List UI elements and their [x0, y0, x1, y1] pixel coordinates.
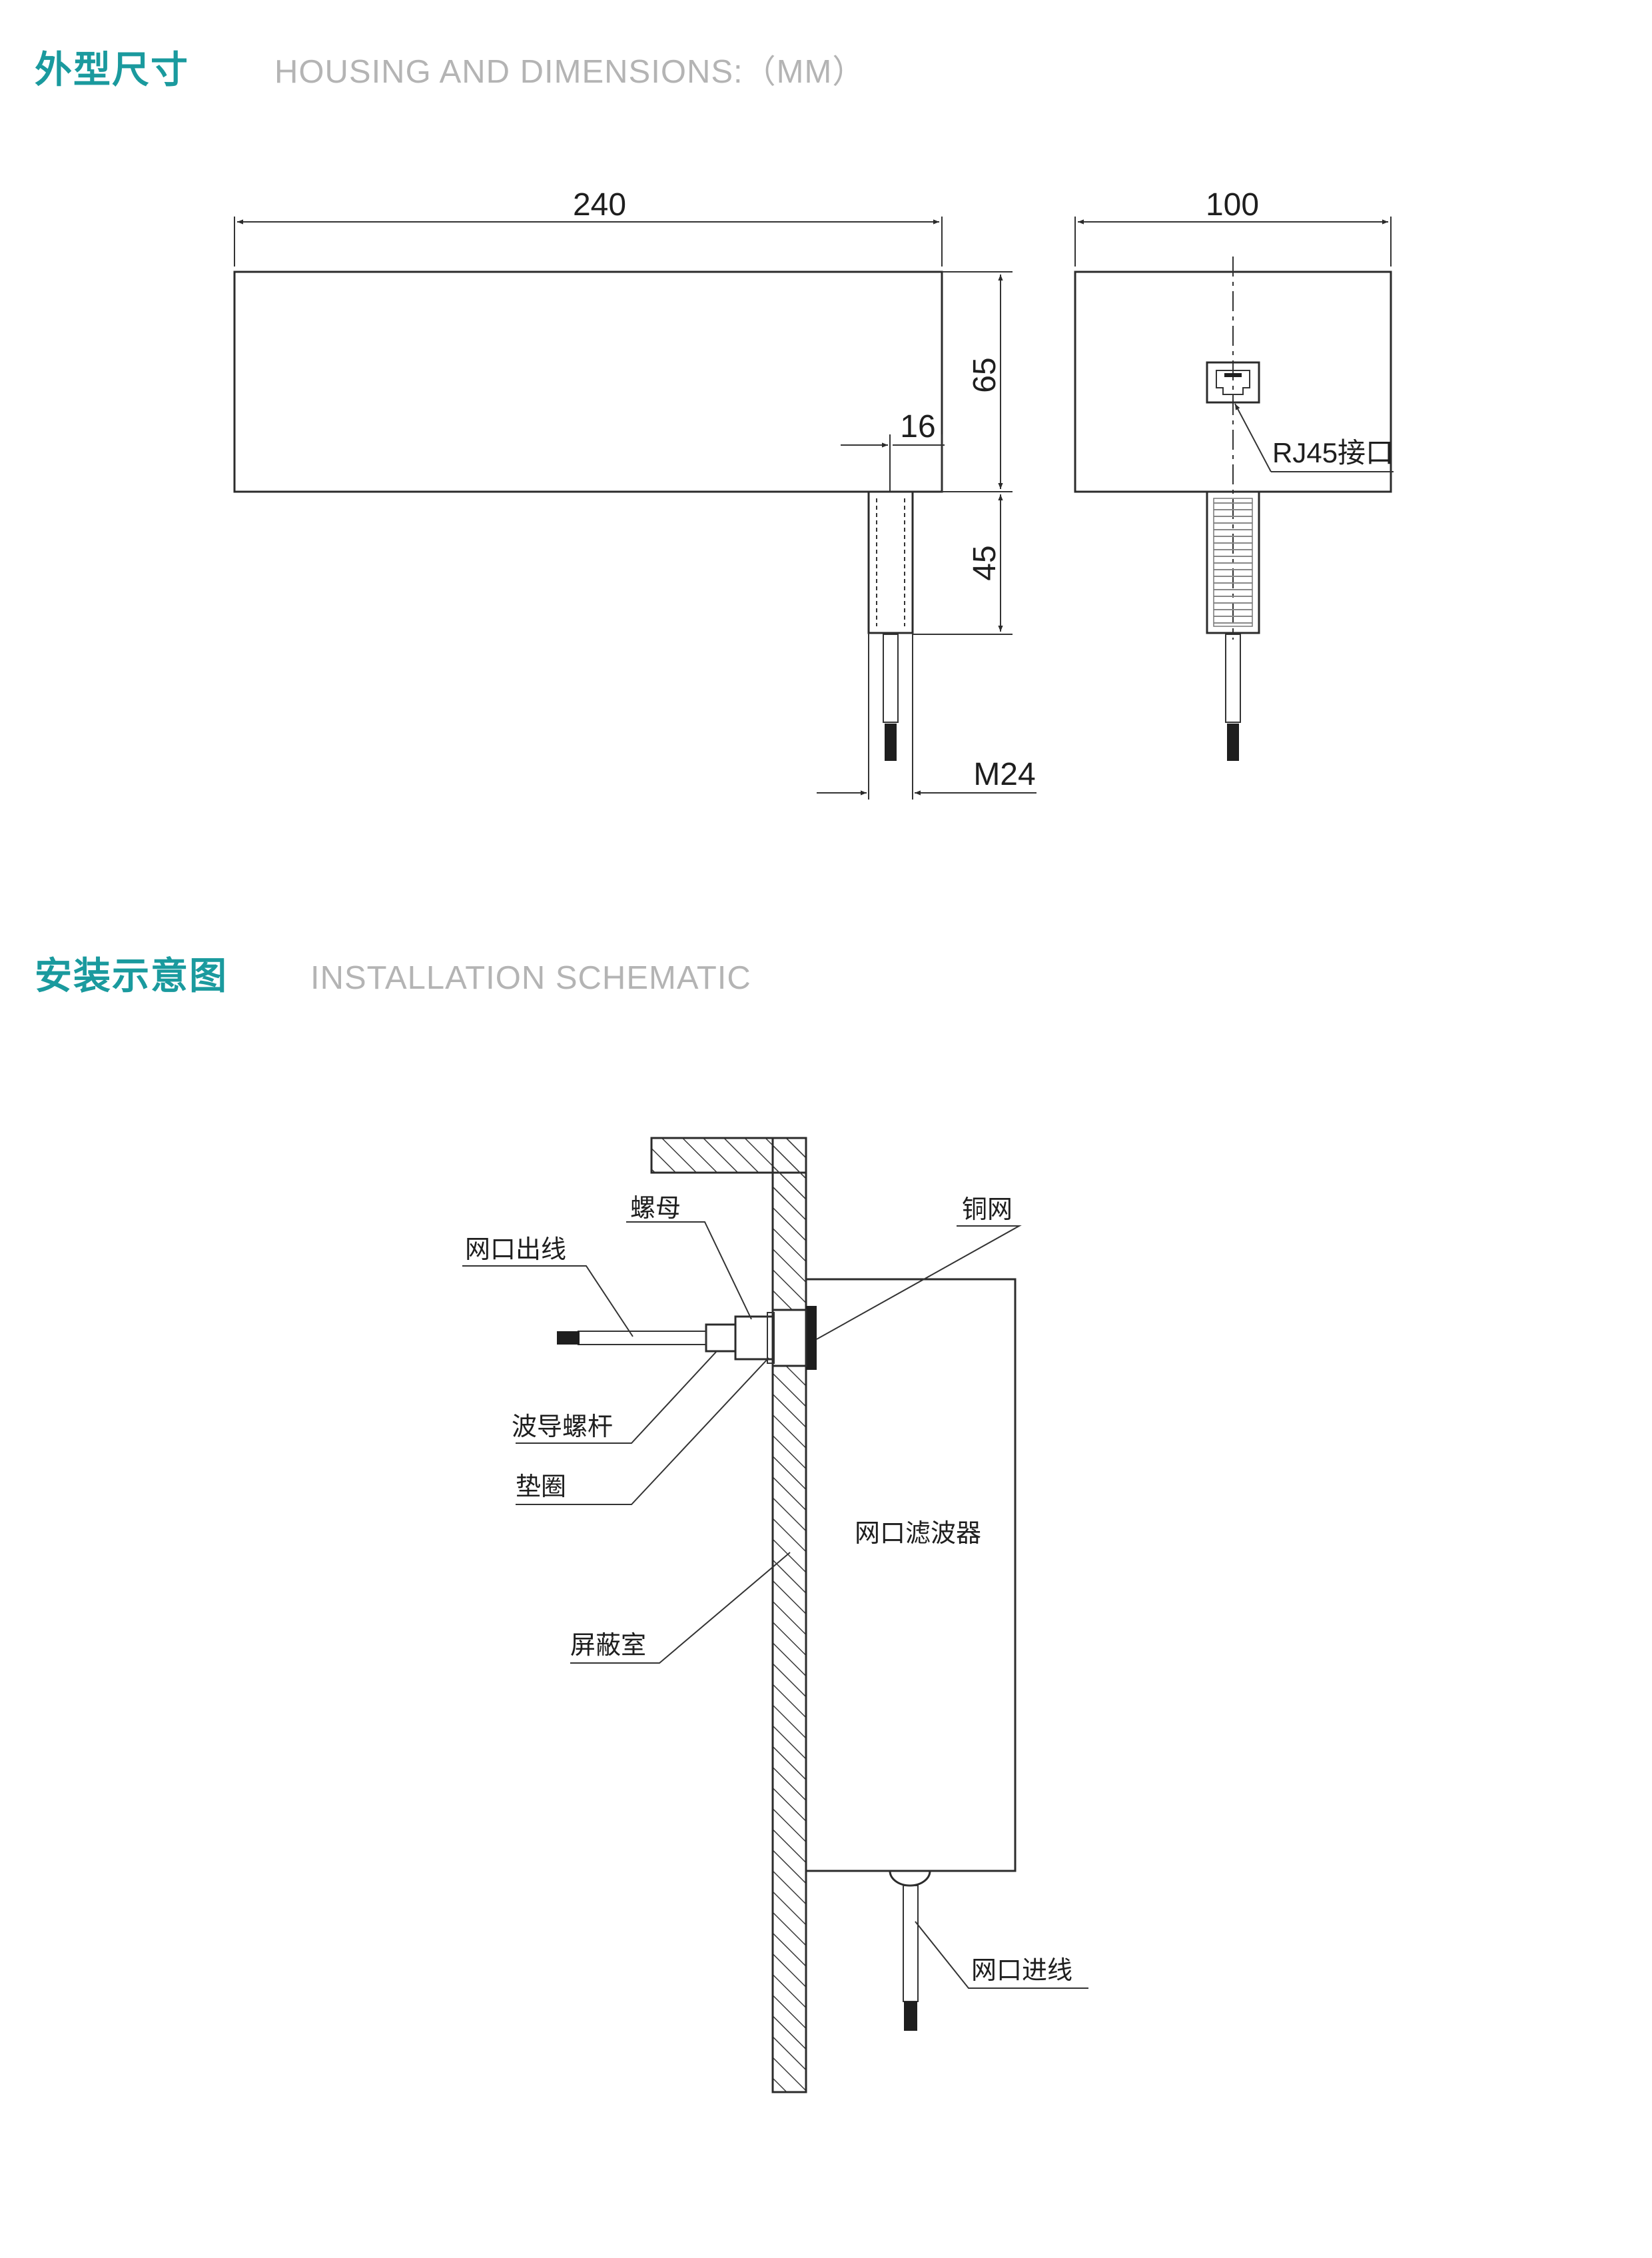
section-header-housing: 外型尺寸 HOUSING AND DIMENSIONS:（MM） — [35, 40, 865, 94]
filter-box — [805, 1278, 1017, 1872]
cable-front — [883, 634, 899, 723]
shielded-room-label: 屏蔽室 — [570, 1630, 646, 1660]
dim-stud-length-label: 45 — [967, 545, 1003, 580]
cable-plug-front — [885, 724, 897, 761]
installation-schematic: 网口滤波器 螺母 铜网 网口出线 波导螺杆 垫圈 屏蔽室 网口进线 — [462, 1137, 1088, 2093]
dim-width-label: 100 — [1206, 187, 1259, 223]
cable-side — [1225, 634, 1241, 723]
rj45-port-icon — [1206, 361, 1260, 404]
inlet-plug — [904, 2001, 917, 2031]
outlet-plug — [557, 1331, 580, 1345]
dim-length-label: 240 — [573, 187, 626, 223]
section-title-cn: 安装示意图 — [35, 955, 228, 998]
section-title-en: HOUSING AND DIMENSIONS:（MM） — [274, 54, 866, 90]
rj45-socket-icon — [1216, 370, 1250, 395]
section-title-en: INSTALLATION SCHEMATIC — [310, 960, 751, 996]
side-view: 100 RJ45接口 — [1074, 187, 1394, 761]
housing-body-front — [233, 271, 943, 493]
dim-thread-label: M24 — [973, 757, 1035, 792]
inlet-cable — [903, 1885, 919, 2002]
shield-wall — [771, 1137, 807, 2093]
filter-label: 网口滤波器 — [855, 1518, 981, 1548]
section-header-installation: 安装示意图 INSTALLATION SCHEMATIC — [35, 946, 751, 1000]
inlet-label: 网口进线 — [971, 1956, 1072, 1985]
copper-mesh-label: 铜网 — [962, 1195, 1013, 1224]
front-view: 240 65 45 16 M24 — [233, 187, 1036, 800]
section-title-cn: 外型尺寸 — [35, 49, 189, 92]
rj45-label: RJ45接口 — [1272, 437, 1394, 468]
waveguide-stud — [705, 1323, 737, 1353]
outlet-label: 网口出线 — [465, 1235, 566, 1264]
waveguide-stud-label: 波导螺杆 — [512, 1412, 613, 1441]
stud-side — [1206, 490, 1260, 634]
washer — [767, 1312, 775, 1364]
nut-label: 螺母 — [630, 1193, 681, 1223]
copper-mesh — [806, 1306, 817, 1370]
washer-label: 垫圈 — [516, 1472, 566, 1501]
dim-offset-label: 16 — [900, 409, 935, 444]
outlet-cable — [578, 1331, 707, 1345]
cable-plug-side — [1227, 724, 1239, 761]
dim-height-label: 65 — [967, 357, 1003, 392]
stud-front — [867, 490, 914, 634]
